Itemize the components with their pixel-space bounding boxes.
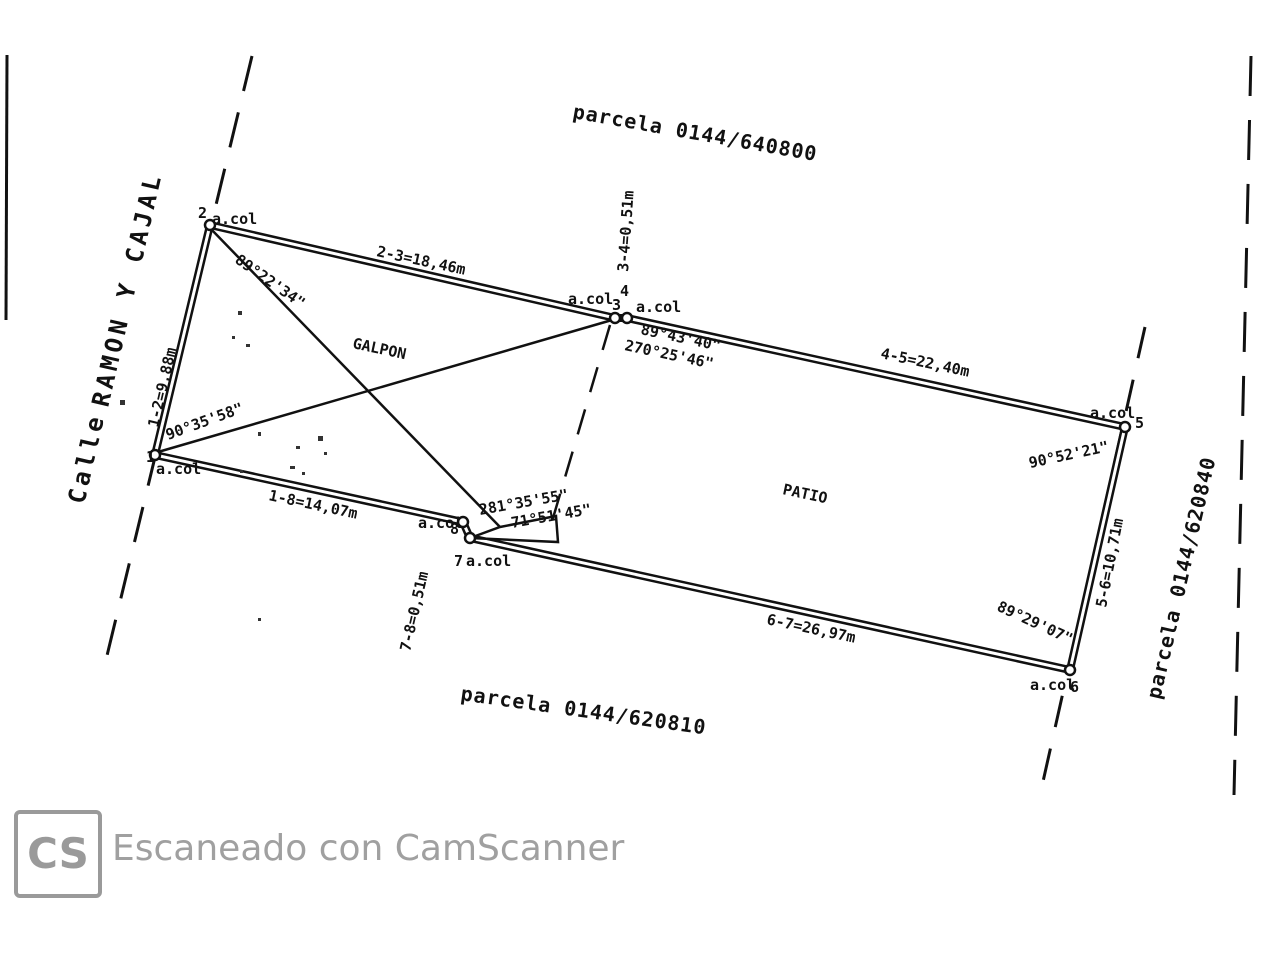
vertex-7 — [463, 531, 477, 545]
vertex-5 — [1118, 420, 1132, 434]
vertex-5-number: 5 — [1135, 414, 1144, 432]
vertex-6 — [1063, 663, 1077, 677]
galpon-diagonal-b — [157, 318, 613, 454]
galpon-label: GALPON — [351, 334, 408, 363]
scan-edge-left — [4, 54, 9, 321]
angle-detail-box — [469, 514, 560, 544]
parcel-south-label: parcela 0144/620810 — [459, 681, 708, 739]
vertex-3-marker: a.col — [568, 290, 613, 308]
angle-5-label: 90°52'21" — [1027, 437, 1110, 472]
galpon-diagonal-a — [209, 227, 501, 528]
vertex-4 — [620, 311, 634, 325]
vertex-8-marker: a.col — [418, 514, 463, 532]
angle-1-label: 90°35'58" — [163, 399, 246, 444]
parcel-north-label: parcela 0144/640800 — [571, 99, 819, 166]
patio-label: PATIO — [781, 480, 829, 507]
angle-2-label: 89°22'34" — [232, 251, 309, 312]
vertex-7-marker: a.col — [466, 552, 511, 570]
angle-6-label: 89°29'07" — [994, 597, 1075, 648]
vertex-3 — [608, 311, 622, 325]
camscanner-text: Escaneado con CamScanner — [112, 828, 625, 869]
side-3-4-label: 3-4=0,51m — [614, 190, 638, 272]
vertex-7-number: 7 — [454, 552, 463, 570]
vertex-6-marker: a.col — [1030, 676, 1075, 694]
vertex-6-number: 6 — [1070, 678, 1079, 696]
vertex-3-number: 3 — [612, 296, 621, 314]
parcel-east-label: parcela 0144/620840 — [1141, 454, 1220, 701]
vertices — [148, 218, 1132, 677]
right-reference-line — [1232, 55, 1253, 796]
vertex-4-number: 4 — [620, 282, 629, 300]
vertex-1-number: 1 — [146, 448, 155, 466]
vertex-2-number: 2 — [198, 204, 207, 222]
street-prefix-label: Calle — [63, 410, 111, 506]
camscanner-logo: CS — [14, 810, 102, 898]
division-line — [546, 324, 612, 536]
vertex-8-number: 8 — [450, 520, 459, 538]
vertex-4-marker: a.col — [636, 298, 681, 316]
vertex-1-marker: a.col — [156, 460, 201, 478]
side-7-8-label: 7-8=0,51m — [396, 570, 432, 653]
vertex-2 — [203, 218, 217, 232]
scan-specks — [120, 311, 327, 621]
vertex-2-marker: a.col — [212, 210, 257, 228]
vertex-1 — [148, 448, 162, 462]
camscanner-watermark: CS Escaneado con CamScanner — [14, 810, 654, 898]
vertex-5-marker: a.col — [1090, 404, 1135, 422]
vertex-8 — [456, 515, 470, 529]
